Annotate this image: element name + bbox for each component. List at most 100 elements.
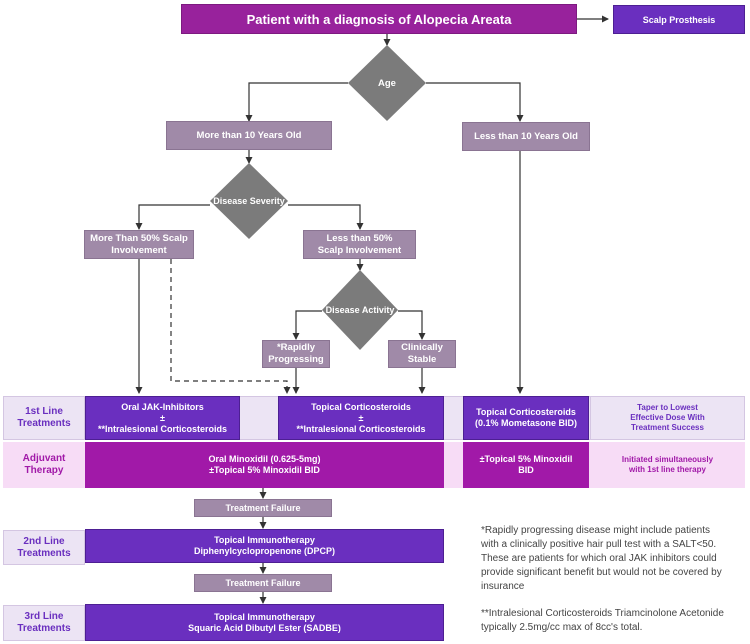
- clinically-stable-line-2: Stable: [407, 354, 437, 365]
- taper-note-line-3: Treatment Success: [631, 423, 704, 432]
- topical-minoxidil-text: ±Topical 5% Minoxidil BID: [480, 454, 573, 476]
- footnote-2-line-1: **Intralesional Corticosteroids Triamcin…: [481, 608, 724, 619]
- age-decision: Age: [348, 45, 426, 121]
- oral-minoxidil-line-2: ±Topical 5% Minoxidil BID: [209, 465, 320, 475]
- topical-corticosteroids-text: Topical Corticosteroids ± **Intralesiona…: [296, 402, 425, 435]
- more-than-50-text: More Than 50% Scalp Involvement: [90, 233, 188, 257]
- arrow-activity-to-stable: [398, 310, 426, 340]
- oral-minoxidil-line-1: Oral Minoxidil (0.625-5mg): [208, 454, 321, 464]
- more-than-50-line-1: More Than 50% Scalp: [90, 232, 188, 244]
- taper-note-line-1: Taper to Lowest: [637, 403, 698, 412]
- initiated-note-text: Initiated simultaneously with 1st line t…: [622, 455, 713, 475]
- less-than-50-text: Less than 50% Scalp Involvement: [318, 233, 401, 257]
- third-line-label-text: 3rd Line Treatments: [17, 611, 70, 635]
- more-than-10-box: More than 10 Years Old: [166, 121, 332, 150]
- footnote-1-line-3: These are patients for which oral JAK in…: [481, 553, 717, 564]
- taper-note: Taper to Lowest Effective Dose With Trea…: [590, 396, 745, 440]
- arrow-severity-to-less50: [288, 204, 364, 230]
- topical-corticosteroids-line-3: **Intralesional Corticosteroids: [296, 423, 426, 434]
- footnote-intralesional: **Intralesional Corticosteroids Triamcin…: [481, 607, 747, 635]
- clinically-stable-text: Clinically Stable: [401, 342, 443, 366]
- sadbe-box: Topical Immunotherapy Squaric Acid Dibut…: [85, 604, 444, 641]
- topical-corticosteroids-box: Topical Corticosteroids ± **Intralesiona…: [278, 396, 444, 440]
- topical-mometasone-line-2: (0.1% Mometasone BID): [474, 418, 578, 428]
- sadbe-line-2: Squaric Acid Dibutyl Ester (SADBE): [188, 622, 341, 633]
- treatment-failure-1-box: Treatment Failure: [194, 499, 332, 517]
- rapidly-progressing-text: *Rapidly Progressing: [268, 342, 323, 366]
- arrow-activity-to-rapidly: [292, 310, 322, 340]
- footnote-rapidly-progressing: *Rapidly progressing disease might inclu…: [481, 524, 747, 594]
- footnote-1-line-2: with a clinically positive hair pull tes…: [481, 539, 717, 550]
- less-than-10-box: Less than 10 Years Old: [462, 122, 590, 151]
- third-line-label: 3rd Line Treatments: [3, 605, 85, 641]
- less-than-50-box: Less than 50% Scalp Involvement: [303, 230, 416, 259]
- adjuvant-label-line-2: Therapy: [24, 465, 64, 476]
- initiated-note: Initiated simultaneously with 1st line t…: [590, 442, 745, 488]
- sadbe-text: Topical Immunotherapy Squaric Acid Dibut…: [188, 612, 341, 634]
- dpcp-box: Topical Immunotherapy Diphenylcycloprope…: [85, 529, 444, 563]
- adjuvant-label-text: Adjuvant Therapy: [23, 453, 66, 477]
- rapidly-progressing-line-1: *Rapidly: [276, 342, 315, 353]
- treatment-failure-2-box: Treatment Failure: [194, 574, 332, 592]
- taper-note-text: Taper to Lowest Effective Dose With Trea…: [630, 403, 705, 433]
- scalp-prosthesis-text: Scalp Prosthesis: [642, 14, 716, 25]
- taper-note-line-2: Effective Dose With: [630, 413, 705, 422]
- less-than-10-text: Less than 10 Years Old: [474, 130, 578, 142]
- disease-severity-line-2: Severity: [249, 195, 285, 206]
- disease-severity-decision: Disease Severity: [210, 163, 288, 239]
- topical-mometasone-line-1: Topical Corticosteroids: [476, 407, 576, 417]
- oral-jak-text: Oral JAK-Inhibitors ± **Intralesional Co…: [98, 402, 227, 435]
- second-line-label: 2nd Line Treatments: [3, 530, 85, 565]
- dpcp-line-1: Topical Immunotherapy: [214, 535, 315, 545]
- age-decision-text: Age: [378, 77, 396, 89]
- topical-minoxidil-line-1: ±Topical 5% Minoxidil: [479, 454, 573, 464]
- scalp-prosthesis-box: Scalp Prosthesis: [613, 5, 745, 34]
- more-than-10-text: More than 10 Years Old: [196, 129, 302, 141]
- first-line-label-text: 1st Line Treatments: [17, 406, 70, 430]
- adjuvant-label: Adjuvant Therapy: [3, 442, 85, 488]
- topical-mometasone-box: Topical Corticosteroids (0.1% Mometasone…: [463, 396, 589, 440]
- third-line-label-line-1: 3rd Line: [24, 611, 64, 622]
- oral-jak-line-2: ±: [160, 412, 165, 423]
- footnote-2-line-2: typically 2.5mg/cc max of 8cc's total.: [481, 622, 643, 633]
- disease-severity-text: Disease Severity: [213, 196, 285, 207]
- rapidly-progressing-line-2: Progressing: [268, 354, 324, 365]
- second-line-label-text: 2nd Line Treatments: [17, 536, 70, 560]
- disease-activity-decision: Disease Activity: [322, 270, 398, 350]
- footnote-1-line-1: *Rapidly progressing disease might inclu…: [481, 525, 711, 536]
- oral-jak-box: Oral JAK-Inhibitors ± **Intralesional Co…: [85, 396, 240, 440]
- dashed-more50-to-topical: [170, 259, 291, 394]
- dpcp-line-2: Diphenylcyclopropenone (DPCP): [193, 546, 336, 556]
- adjuvant-label-line-1: Adjuvant: [22, 453, 66, 464]
- dpcp-text: Topical Immunotherapy Diphenylcycloprope…: [194, 535, 335, 557]
- treatment-failure-1-text: Treatment Failure: [225, 503, 301, 513]
- arrow-severity-to-more50: [135, 204, 210, 230]
- topical-mometasone-text: Topical Corticosteroids (0.1% Mometasone…: [475, 407, 577, 429]
- rapidly-progressing-box: *Rapidly Progressing: [262, 340, 330, 368]
- diagnosis-title-text: Patient with a diagnosis of Alopecia Are…: [246, 11, 512, 27]
- disease-activity-text: Disease Activity: [326, 305, 395, 316]
- clinically-stable-line-1: Clinically: [401, 342, 443, 353]
- more-than-50-line-2: Involvement: [111, 244, 167, 256]
- topical-corticosteroids-line-2: ±: [358, 412, 364, 423]
- first-line-label: 1st Line Treatments: [3, 396, 85, 440]
- sadbe-line-1: Topical Immunotherapy: [214, 611, 315, 622]
- oral-minoxidil-text: Oral Minoxidil (0.625-5mg) ±Topical 5% M…: [208, 454, 320, 476]
- oral-jak-line-3: **Intralesional Corticosteroids: [97, 423, 228, 434]
- footnote-1-line-5: insurance: [481, 581, 525, 592]
- oral-jak-line-1: Oral JAK-Inhibitors: [121, 401, 204, 412]
- third-line-label-line-2: Treatments: [17, 623, 71, 634]
- arrow-age-to-less10: [426, 82, 524, 122]
- diagnosis-title: Patient with a diagnosis of Alopecia Are…: [181, 4, 577, 34]
- more-than-50-box: More Than 50% Scalp Involvement: [84, 230, 194, 259]
- disease-activity-line-1: Disease: [325, 304, 360, 315]
- oral-minoxidil-box: Oral Minoxidil (0.625-5mg) ±Topical 5% M…: [85, 442, 444, 488]
- treatment-failure-2-text: Treatment Failure: [225, 578, 301, 588]
- disease-activity-line-2: Activity: [361, 304, 395, 315]
- arrow-age-to-more10: [245, 82, 348, 122]
- less-than-50-line-2: Scalp Involvement: [317, 244, 402, 256]
- second-line-label-line-1: 2nd Line: [23, 535, 65, 547]
- footnote-1-line-4: provide significant benefit but would no…: [481, 567, 722, 578]
